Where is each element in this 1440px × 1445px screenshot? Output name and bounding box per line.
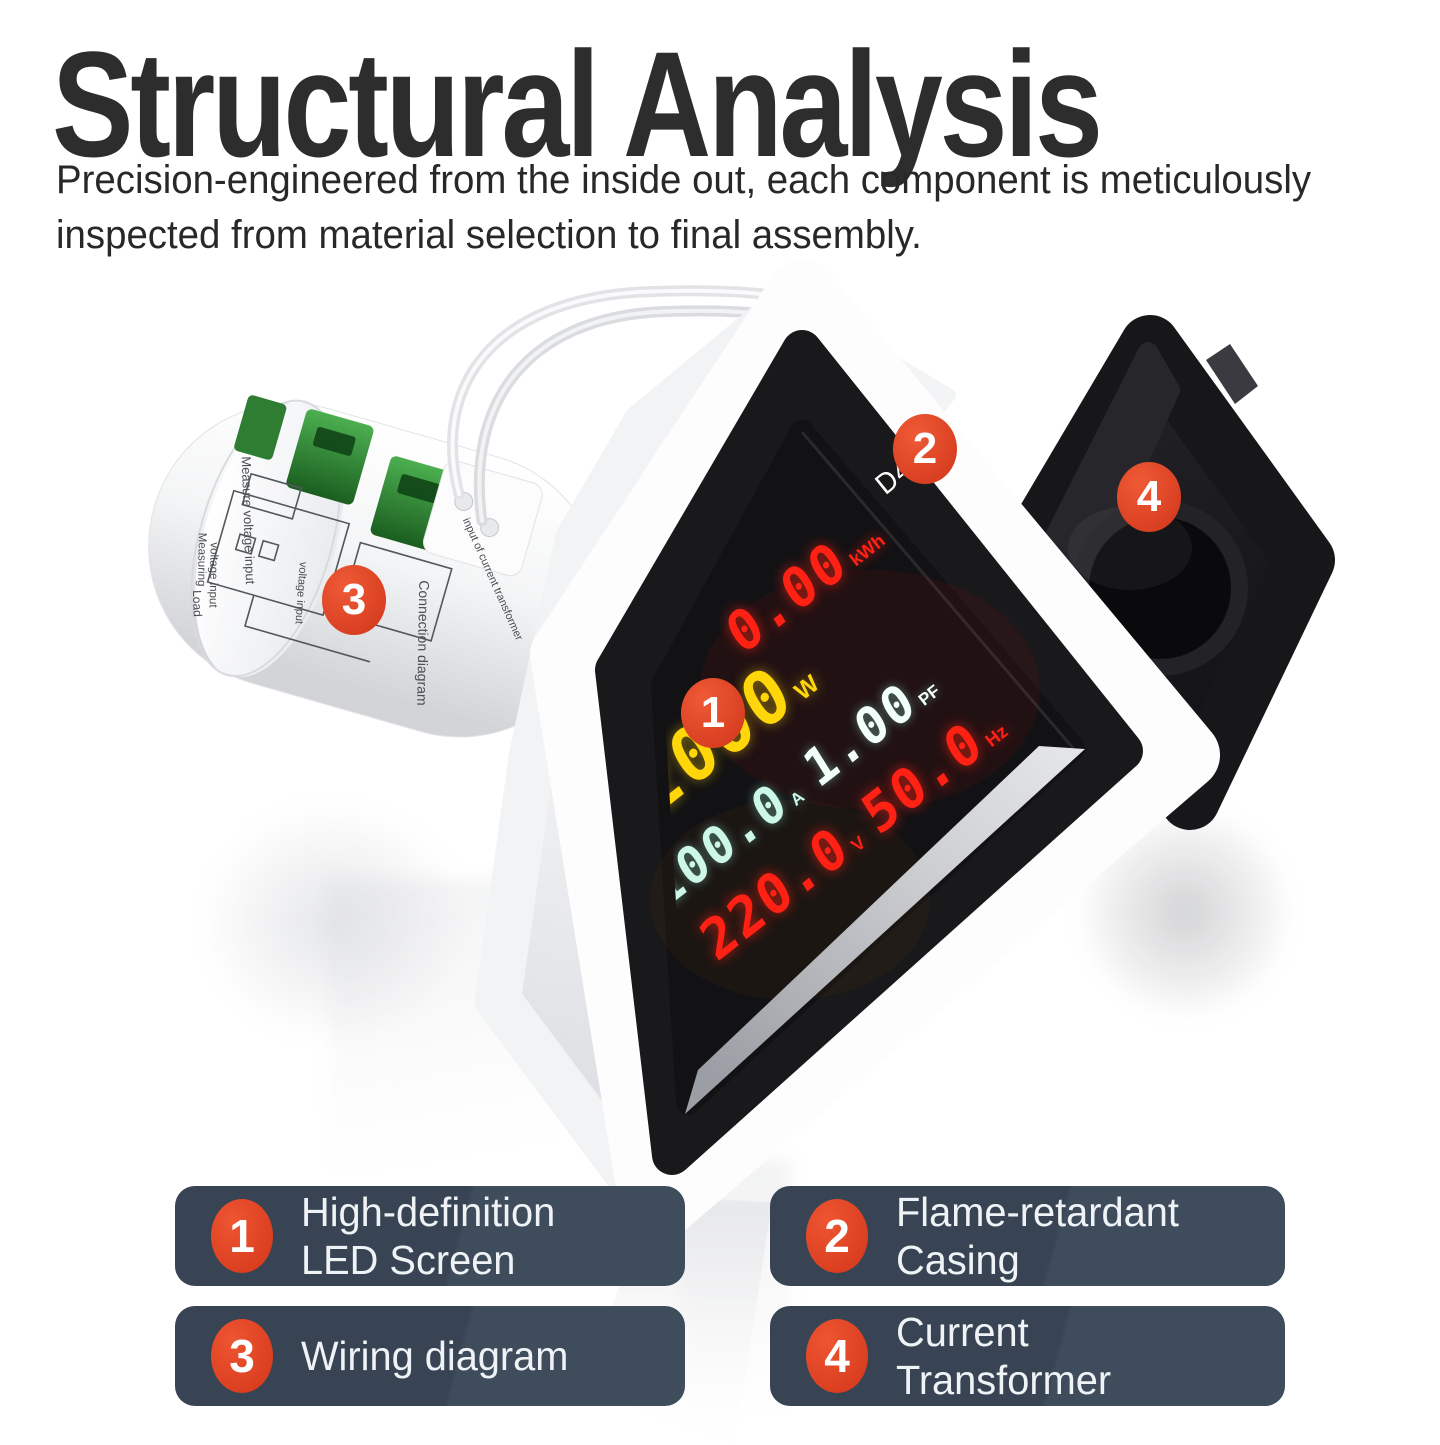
svg-text:Load: Load xyxy=(190,590,205,617)
current-transformer xyxy=(990,315,1335,830)
svg-text:Measure voltage input: Measure voltage input xyxy=(239,456,258,585)
svg-text:voltage input: voltage input xyxy=(207,542,220,608)
transformer-hole xyxy=(1089,517,1231,659)
marker-2: 2 xyxy=(893,414,957,484)
marker-4: 4 xyxy=(1117,462,1181,532)
svg-text:Connection diagram: Connection diagram xyxy=(414,580,432,706)
terminal-green-1 xyxy=(286,409,374,505)
svg-text:Measuring: Measuring xyxy=(195,533,208,587)
marker-3: 3 xyxy=(322,565,386,635)
screen-silver-strip xyxy=(685,746,1085,1114)
marker-1: 1 xyxy=(681,678,745,748)
page-subtitle-line1: Precision-engineered from the inside out… xyxy=(56,158,1312,202)
meter-body xyxy=(475,260,1220,1245)
rear-barrel: Measure voltage input Measuring voltage … xyxy=(148,395,603,738)
callout-number-3: 3 xyxy=(211,1319,273,1393)
callout-wiring-diagram: 3 Wiring diagram xyxy=(175,1306,685,1406)
svg-text:voltage input: voltage input xyxy=(293,561,309,624)
page-title: Structural Analysis xyxy=(52,20,1103,188)
callout-number-2: 2 xyxy=(806,1199,868,1273)
reflection-barrel xyxy=(170,780,510,1120)
led-screen xyxy=(651,420,1085,1115)
page-subtitle-line2: inspected from material selection to fin… xyxy=(56,213,922,257)
terminal-green-small xyxy=(234,395,287,460)
callout-number-4: 4 xyxy=(806,1319,868,1393)
callout-number-1: 1 xyxy=(211,1199,273,1273)
